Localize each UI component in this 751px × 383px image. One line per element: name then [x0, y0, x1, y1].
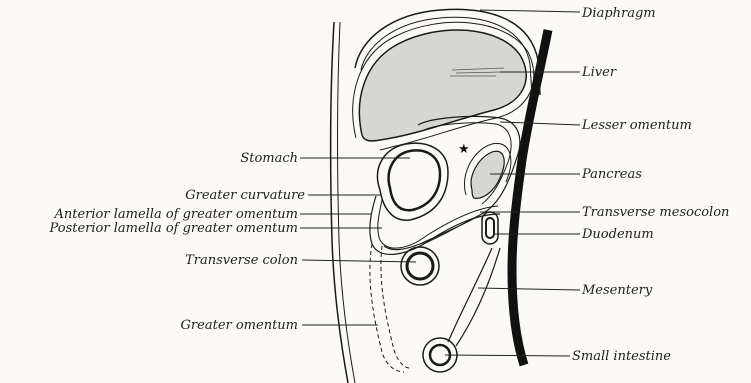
leader-transverse-colon: [302, 260, 416, 262]
stomach-inner: [389, 150, 440, 210]
liver: [359, 30, 526, 141]
label-diaphragm: Diaphragm: [581, 6, 656, 21]
lesser-sac-marker: ★: [458, 142, 470, 157]
label-transverse-colon: Transverse colon: [185, 253, 298, 268]
leader-mesentery: [478, 288, 580, 290]
label-posterior-lamella: Posterior lamella of greater omentum: [49, 221, 298, 236]
duodenum-inner: [486, 218, 494, 238]
label-stomach: Stomach: [240, 151, 298, 166]
leader-small-intestine: [445, 355, 570, 356]
transverse-colon-inner: [407, 253, 433, 279]
duodenum-outer: [482, 212, 498, 244]
label-duodenum: Duodenum: [581, 227, 654, 242]
label-transverse-mesocolon: Transverse mesocolon: [582, 205, 729, 220]
label-pancreas: Pancreas: [581, 167, 642, 182]
label-greater-omentum: Greater omentum: [181, 318, 298, 333]
greater-omentum-fold-2: [378, 200, 498, 248]
greater-omentum-fold-1: [370, 196, 500, 254]
mesentery-1: [448, 248, 492, 342]
label-greater-curvature: Greater curvature: [185, 188, 305, 203]
anterior-wall: [331, 22, 348, 383]
pancreas: [471, 151, 504, 198]
mesentery-2: [456, 248, 500, 346]
greater-omentum-apron: [370, 244, 404, 372]
label-lesser-omentum: Lesser omentum: [581, 118, 692, 133]
leader-diaphragm: [480, 10, 580, 12]
label-mesentery: Mesentery: [581, 283, 653, 298]
label-anterior-lamella: Anterior lamella of greater omentum: [53, 207, 298, 222]
label-liver: Liver: [581, 65, 617, 80]
label-small-intestine: Small intestine: [572, 349, 671, 364]
